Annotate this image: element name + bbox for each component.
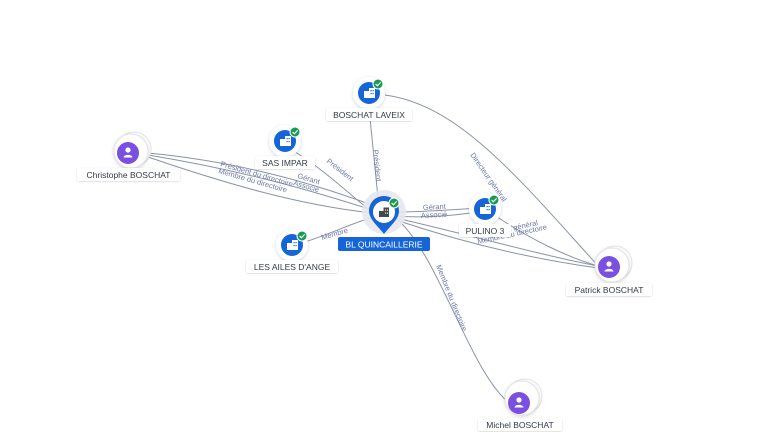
node-les-ailes-dange[interactable]: LES AILES D'ANGE	[246, 229, 338, 273]
node-label-christophe-boschat: Christophe BOSCHAT	[87, 170, 171, 180]
person-circle	[508, 392, 530, 414]
verified-check-icon	[289, 126, 301, 138]
node-christophe-boschat[interactable]: Christophe BOSCHAT	[77, 131, 180, 181]
edge-christophe-to-center-2	[147, 156, 373, 214]
company-icon	[480, 204, 491, 214]
edge-label-president: Président	[371, 149, 383, 182]
node-pulino-3[interactable]: PULINO 3	[459, 193, 511, 237]
node-label-les-ailes-dange: LES AILES D'ANGE	[254, 262, 331, 272]
person-circle	[598, 256, 620, 278]
node-label-bl-quincaillerie: BL QUINCAILLERIE	[345, 240, 422, 250]
edge-label-president-sas-impar: Président	[325, 156, 356, 183]
person-circle	[117, 142, 139, 164]
node-label-michel-boschat: Michel BOSCHAT	[486, 420, 553, 430]
edges	[147, 94, 601, 403]
verified-check-icon	[372, 78, 384, 90]
node-label-patrick-boschat: Patrick BOSCHAT	[575, 285, 644, 295]
company-icon	[287, 240, 298, 250]
verified-check-icon	[388, 197, 400, 209]
company-icon	[364, 88, 375, 98]
node-sas-impar[interactable]: SAS IMPAR	[255, 125, 315, 169]
verified-check-icon	[488, 194, 500, 206]
person-icon	[604, 261, 614, 272]
edge-label-associe-pulino: Associé	[421, 210, 448, 220]
center-label-box	[338, 237, 430, 251]
node-michel-boschat[interactable]: Michel BOSCHAT	[478, 378, 562, 431]
edge-center-to-patrick-2	[395, 219, 599, 269]
person-icon	[123, 147, 133, 158]
edge-label-membre-directoire-michel: Membre du directoire	[434, 263, 469, 332]
edge-boschat-laveix-to-center	[368, 107, 379, 199]
verified-check-icon	[296, 230, 308, 242]
edge-center-to-patrick-1	[395, 217, 599, 267]
company-icon	[280, 136, 291, 146]
node-label-boschat-laveix: BOSCHAT LAVEIX	[333, 110, 405, 120]
edge-label-gerant-pulino: Gérant	[423, 202, 447, 212]
edge-christophe-to-sas-impar	[147, 152, 373, 206]
edge-pulino-to-patrick	[489, 211, 599, 267]
edge-christophe-to-center-1	[147, 154, 373, 211]
node-label-sas-impar: SAS IMPAR	[262, 158, 308, 168]
node-boschat-laveix[interactable]: BOSCHAT LAVEIX	[326, 77, 412, 121]
edge-boschat-laveix-to-patrick	[384, 94, 601, 269]
node-patrick-boschat[interactable]: Patrick BOSCHAT	[566, 245, 652, 296]
person-icon	[514, 397, 524, 408]
node-bl-quincaillerie[interactable]: BL QUINCAILLERIE	[338, 190, 430, 251]
node-label-pulino-3: PULINO 3	[466, 226, 505, 236]
company-icon	[379, 207, 389, 217]
